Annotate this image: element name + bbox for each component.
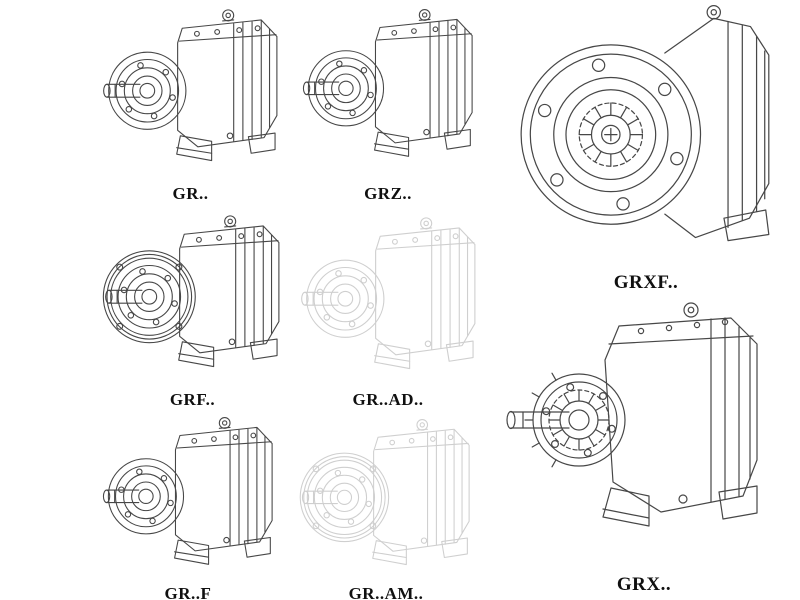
product-label-grxf: GRXF.. [613,272,679,293]
product-label-gr-f: GR..F [164,584,212,600]
product-figure-gr-am: GR..AM.. [288,416,484,600]
product-label-gr-am: GR..AM.. [348,584,424,600]
gr-am-gearbox-drawing [299,419,470,566]
product-figure-grx: GRX.. [494,298,794,596]
product-label-grz: GRZ.. [364,184,412,203]
product-label-grx: GRX.. [616,574,672,595]
product-figure-gr: GR.. [88,6,293,204]
gr-f-gearbox-drawing [102,417,273,565]
product-label-grf: GRF.. [169,390,216,409]
gr-gearbox-drawing [103,9,278,162]
product-figure-grxf: GRXF.. [497,2,795,294]
gr-ad-gearbox-drawing [300,217,475,370]
product-figure-gr-f: GR..F [88,414,288,600]
product-figure-grz: GRZ.. [293,6,483,204]
product-figure-grf: GRF.. [90,212,295,410]
grx-gearbox-drawing [506,302,758,527]
product-label-gr: GR.. [172,184,209,203]
grz-gearbox-drawing [302,9,473,157]
product-label-gr-ad: GR..AD.. [352,390,424,409]
product-figure-gr-ad: GR..AD.. [288,214,488,410]
grxf-gearbox-drawing [520,5,769,242]
grf-gearbox-drawing [102,215,280,368]
